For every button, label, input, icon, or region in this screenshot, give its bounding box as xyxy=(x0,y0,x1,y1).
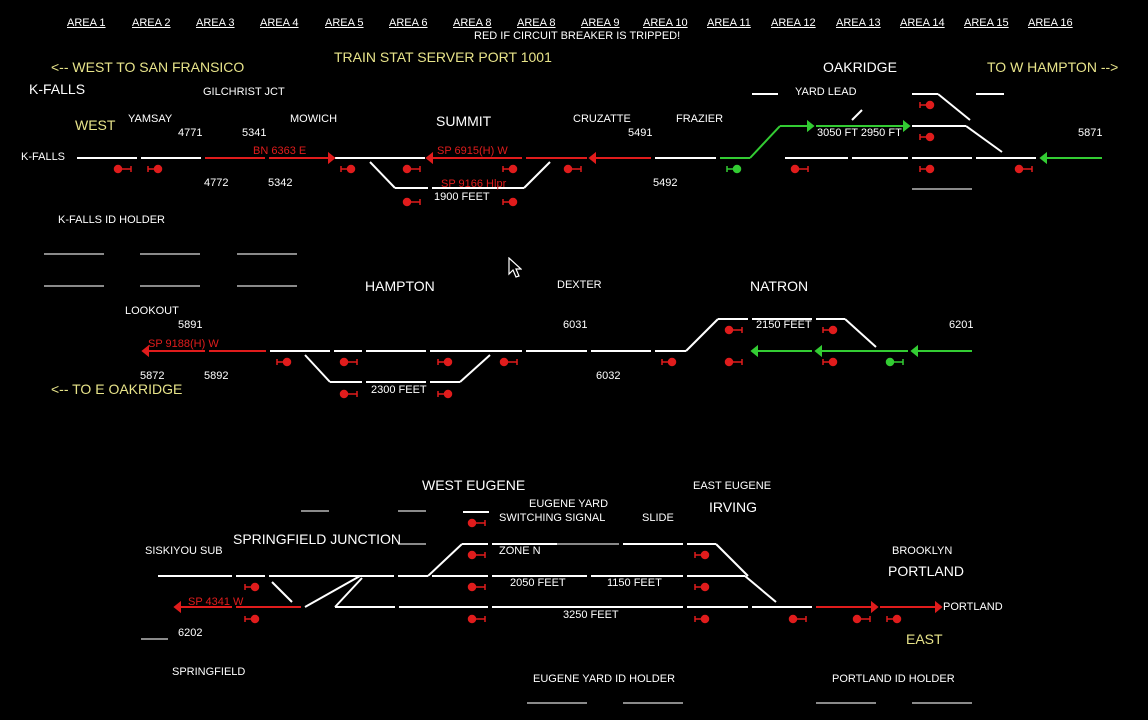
eugene-yard-id-holder-label: EUGENE YARD ID HOLDER xyxy=(533,673,676,685)
area-14-link[interactable]: AREA 14 xyxy=(900,17,945,29)
mowich-label: MOWICH xyxy=(290,113,338,125)
springfield-junction-label: SPRINGFIELD JUNCTION xyxy=(233,531,402,547)
switching-signal-label: SWITCHING SIGNAL xyxy=(499,512,606,524)
irving-label: IRVING xyxy=(709,499,757,515)
signal-6032: 6032 xyxy=(596,370,621,382)
train-sp4341[interactable]: SP 4341 W xyxy=(188,596,244,608)
signal-6201: 6201 xyxy=(949,319,974,331)
length-2050: 2050 FEET xyxy=(510,577,566,589)
area-2-link[interactable]: AREA 2 xyxy=(132,17,171,29)
signal-4772: 4772 xyxy=(204,177,229,189)
west-eugene-label: WEST EUGENE xyxy=(422,477,526,493)
mouse-pointer-icon xyxy=(508,257,522,278)
area-8-link[interactable]: AREA 8 xyxy=(517,17,556,29)
train-sp9188[interactable]: SP 9188(H) W xyxy=(148,338,219,350)
signal-4771: 4771 xyxy=(178,127,203,139)
oakridge-label: OAKRIDGE xyxy=(823,59,897,75)
siskiyou-sub-label: SISKIYOU SUB xyxy=(145,545,223,557)
length-1150: 1150 FEET xyxy=(607,577,662,589)
natron-label: NATRON xyxy=(750,278,809,294)
area-5-link[interactable]: AREA 5 xyxy=(325,17,364,29)
area-11-link[interactable]: AREA 11 xyxy=(707,17,751,29)
east-label: EAST xyxy=(906,631,943,647)
hampton-label: HAMPTON xyxy=(365,278,435,294)
occupied-tracks xyxy=(141,151,943,614)
white-tracks xyxy=(44,93,1036,704)
routed-tracks xyxy=(720,119,1102,358)
train-bn6363[interactable]: BN 6363 E xyxy=(253,145,307,157)
yamsay-label: YAMSAY xyxy=(128,113,173,125)
signal-5871: 5871 xyxy=(1078,127,1103,139)
area-3-link[interactable]: AREA 3 xyxy=(196,17,235,29)
area-15-link[interactable]: AREA 15 xyxy=(964,17,1009,29)
summit-label: SUMMIT xyxy=(436,113,492,129)
signal-5341: 5341 xyxy=(242,127,267,139)
west-label: WEST xyxy=(75,117,116,133)
to-e-oakridge-label[interactable]: <-- TO E OAKRIDGE xyxy=(51,381,183,397)
cruzatte-label: CRUZATTE xyxy=(573,113,631,125)
server-title: TRAIN STAT SERVER PORT 1001 xyxy=(334,49,552,65)
train-sp9166[interactable]: SP 9166 Hlpr xyxy=(441,178,507,190)
slide-label: SLIDE xyxy=(642,512,674,524)
area-1-link[interactable]: AREA 1 xyxy=(67,17,106,29)
brooklyn-label: BROOKLYN xyxy=(892,545,953,557)
lookout-label: LOOKOUT xyxy=(125,305,179,317)
length-2300: 2300 FEET xyxy=(371,384,427,396)
west-to-sf-label[interactable]: <-- WEST TO SAN FRANSICO xyxy=(51,59,245,75)
gilchrist-label: GILCHRIST JCT xyxy=(203,86,285,98)
area-16-link[interactable]: AREA 16 xyxy=(1028,17,1073,29)
frazier-label: FRAZIER xyxy=(676,113,724,125)
signal-5872: 5872 xyxy=(140,370,165,382)
length-3250: 3250 FEET xyxy=(563,609,619,621)
kfalls-track-label: K-FALLS xyxy=(21,151,66,163)
portland-label: PORTLAND xyxy=(888,563,964,579)
red-signals xyxy=(113,100,1033,624)
signal-5492: 5492 xyxy=(653,177,678,189)
area-9-link[interactable]: AREA 9 xyxy=(581,17,620,29)
to-w-hampton-label[interactable]: TO W HAMPTON --> xyxy=(987,59,1119,75)
area-12-link[interactable]: AREA 12 xyxy=(771,17,816,29)
train-sp6915[interactable]: SP 6915(H) W xyxy=(437,145,508,157)
signal-6202: 6202 xyxy=(178,627,203,639)
length-3050: 3050 FT 2950 FT xyxy=(817,127,902,139)
kfalls-heading: K-FALLS xyxy=(29,81,86,97)
signal-6031: 6031 xyxy=(563,319,588,331)
portland-track-label: PORTLAND xyxy=(943,601,1003,613)
kfalls-id-holder-label: K-FALLS ID HOLDER xyxy=(58,214,165,226)
eugene-yard-label: EUGENE YARD xyxy=(529,498,609,510)
length-1900: 1900 FEET xyxy=(434,191,490,203)
east-eugene-label: EAST EUGENE xyxy=(693,480,772,492)
signal-5491: 5491 xyxy=(628,127,653,139)
signal-5342: 5342 xyxy=(268,177,293,189)
green-signals xyxy=(726,164,904,367)
portland-id-holder-label: PORTLAND ID HOLDER xyxy=(832,673,955,685)
area-6-link[interactable]: AREA 6 xyxy=(389,17,428,29)
springfield-label: SPRINGFIELD xyxy=(172,666,246,678)
area-10-link[interactable]: AREA 10 xyxy=(643,17,688,29)
area-13-link[interactable]: AREA 13 xyxy=(836,17,881,29)
signal-5892: 5892 xyxy=(204,370,229,382)
breaker-note: RED IF CIRCUIT BREAKER IS TRIPPED! xyxy=(474,30,681,42)
yard-lead-label: YARD LEAD xyxy=(795,86,857,98)
signal-5891: 5891 xyxy=(178,319,203,331)
dexter-label: DEXTER xyxy=(557,279,602,291)
area-4-link[interactable]: AREA 4 xyxy=(260,17,299,29)
area-7-link[interactable]: AREA 8 xyxy=(453,17,492,29)
zone-n-label: ZONE N xyxy=(499,545,541,557)
length-2150: 2150 FEET xyxy=(756,319,812,331)
